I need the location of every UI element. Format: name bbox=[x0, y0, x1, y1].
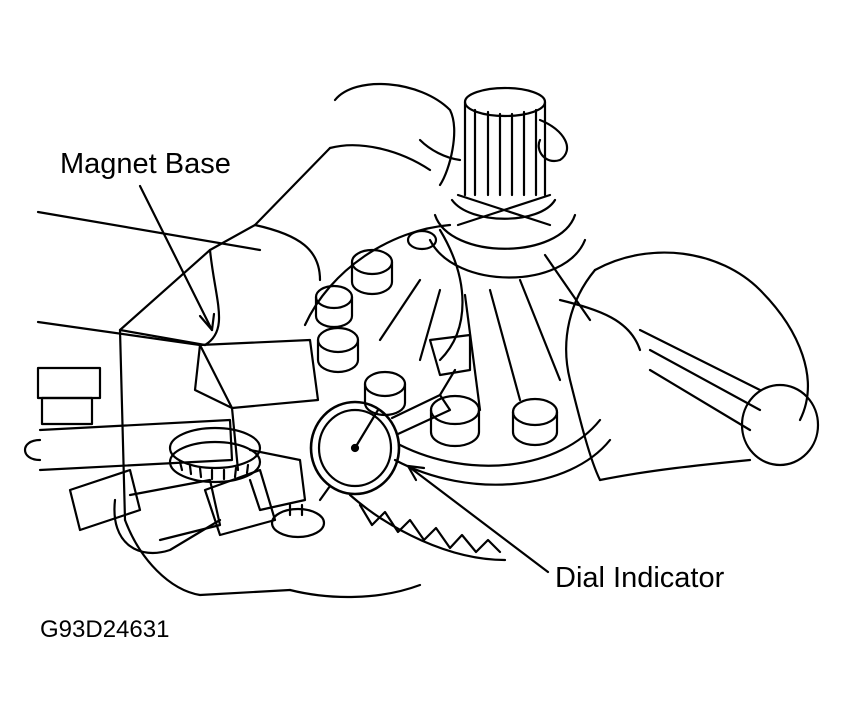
dial-indicator-drawing bbox=[309, 368, 457, 502]
axle-shaft bbox=[428, 86, 587, 279]
magnet-base-block bbox=[193, 338, 320, 472]
hands bbox=[333, 82, 820, 482]
dial-indicator-label: Dial Indicator bbox=[555, 562, 725, 594]
housing-outline bbox=[36, 144, 432, 599]
figure-id-label: G93D24631 bbox=[40, 616, 170, 643]
magnet-base-label: Magnet Base bbox=[60, 148, 231, 180]
leader-lines bbox=[138, 184, 550, 574]
indicator-holder bbox=[23, 366, 326, 555]
differential-case bbox=[303, 223, 612, 486]
ring-gear-teeth bbox=[348, 493, 507, 562]
